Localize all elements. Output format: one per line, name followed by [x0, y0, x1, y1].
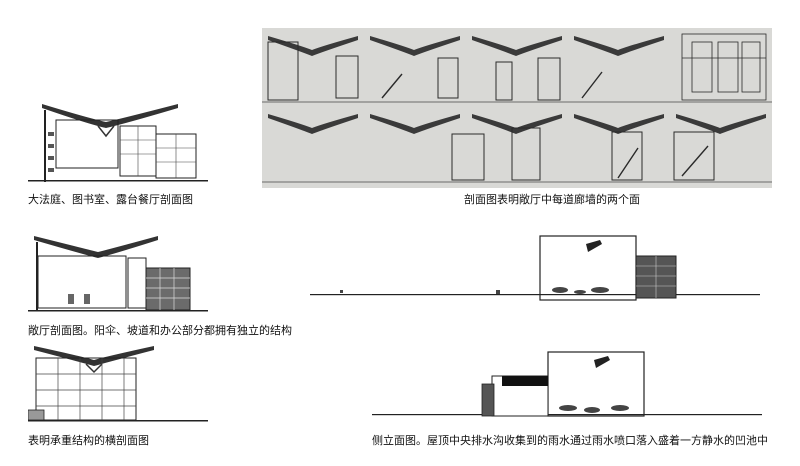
- section-drawing-hall: [28, 228, 208, 318]
- caption-load-bearing-section: 表明承重结构的横剖面图: [28, 434, 149, 447]
- caption-hall-section: 敞厅剖面图。阳伞、坡道和办公部分都拥有独立的结构: [28, 324, 292, 337]
- caption-side-elevation: 侧立面图。屋顶中央排水沟收集到的雨水通过雨水喷口落入盛着一方静水的凹池中: [372, 434, 768, 447]
- section-drawing-load-bearing: [28, 340, 208, 430]
- caption-hall-wall-sections: 剖面图表明敞厅中每道廊墙的两个面: [464, 193, 640, 206]
- section-drawing-court-library: [28, 96, 208, 188]
- hall-wall-sections-panel: [262, 28, 772, 188]
- caption-court-library-section: 大法庭、图书室、露台餐厅剖面图: [28, 193, 193, 206]
- elevation-drawing-lower: [372, 350, 762, 426]
- elevation-drawing-upper: [310, 232, 760, 304]
